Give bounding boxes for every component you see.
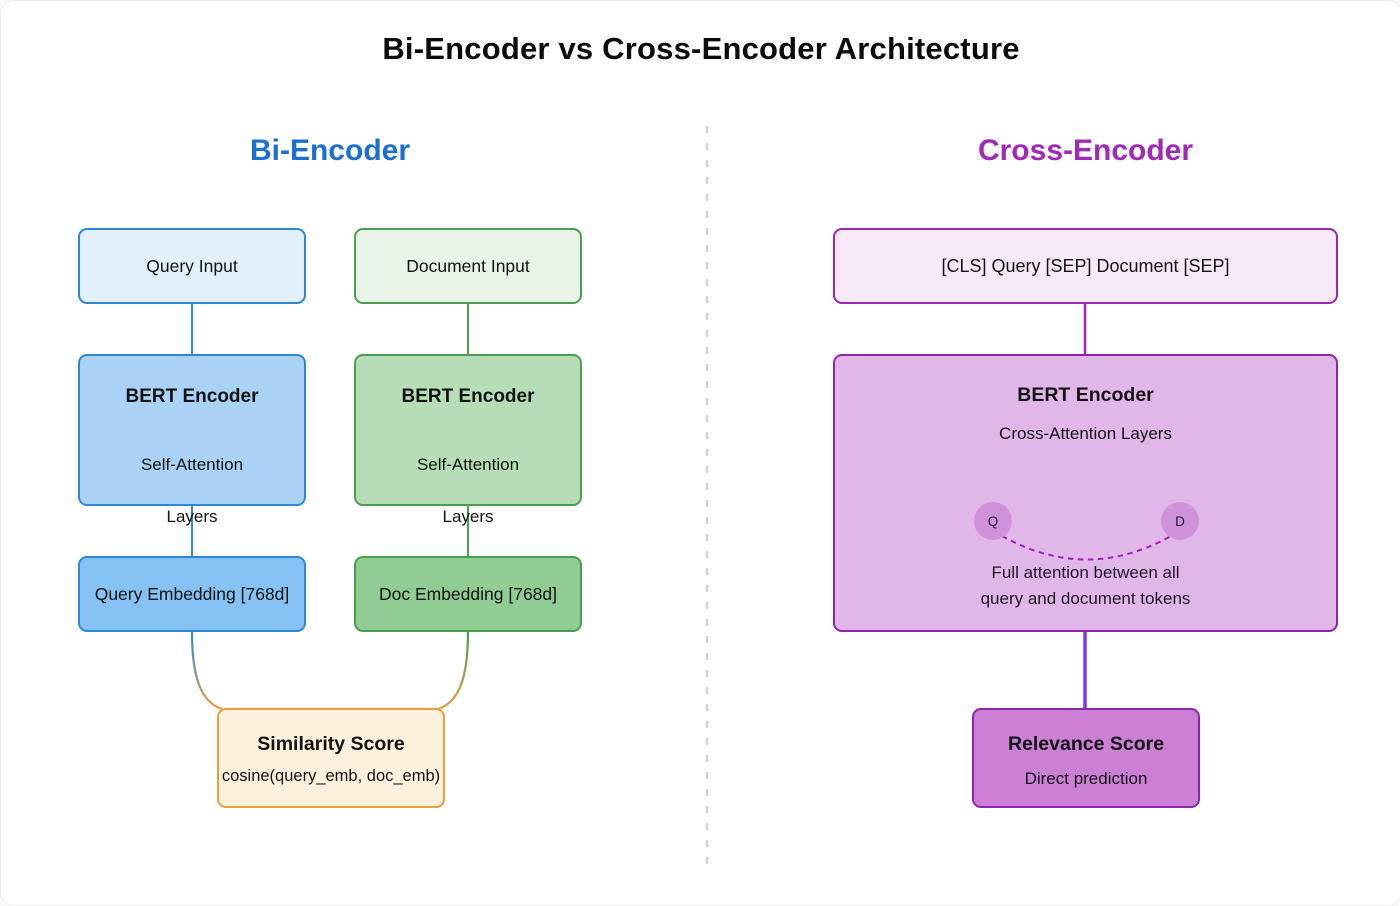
query-token-node: Q (974, 502, 1012, 540)
query-embedding-box: Query Embedding [768d] (78, 556, 306, 632)
cross-encoder-heading: Cross-Encoder (977, 134, 1194, 167)
query-token-label: Q (987, 513, 999, 529)
cls-sep-input-box: [CLS] Query [SEP] Document [SEP] (833, 228, 1338, 304)
similarity-score-title: Similarity Score (257, 733, 405, 755)
relevance-score-subtitle: Direct prediction (1024, 769, 1148, 788)
bi-encoder-heading: Bi-Encoder (249, 134, 411, 167)
relevance-score-box: Relevance Score Direct prediction (972, 708, 1200, 808)
bert-encoder-query-subtitle-line2: Layers (166, 507, 218, 526)
attention-dashed-curve (1001, 535, 1172, 561)
document-input-label: Document Input (406, 255, 530, 276)
doc-embedding-label: Doc Embedding [768d] (378, 583, 558, 604)
wire-query-emb-to-similarity (190, 631, 223, 711)
attention-curve-layer (1001, 535, 1172, 561)
similarity-score-formula: cosine(query_emb, doc_emb) (221, 767, 441, 785)
page-title: Bi-Encoder vs Cross-Encoder Architecture (382, 31, 1020, 66)
document-input-box: Document Input (354, 228, 582, 304)
attention-note-line2: query and document tokens (980, 588, 1191, 608)
query-input-box: Query Input (78, 228, 306, 304)
bert-encoder-doc-subtitle-line1: Self-Attention (416, 455, 520, 474)
bert-encoder-query-title: BERT Encoder (125, 386, 259, 407)
document-token-node: D (1161, 502, 1199, 540)
bert-encoder-cross-box: BERT Encoder Cross-Attention Layers Q D … (833, 354, 1338, 632)
bert-encoder-query-box: BERT Encoder Self-Attention Layers (78, 354, 306, 526)
cls-sep-input-label: [CLS] Query [SEP] Document [SEP] (941, 255, 1230, 276)
bert-encoder-cross-title: BERT Encoder (1017, 384, 1154, 406)
bert-encoder-query-subtitle-line1: Self-Attention (140, 455, 244, 474)
relevance-score-title: Relevance Score (1007, 733, 1165, 755)
bert-encoder-cross-subtitle: Cross-Attention Layers (999, 424, 1172, 443)
bert-encoder-doc-box: BERT Encoder Self-Attention Layers (354, 354, 582, 526)
bert-encoder-doc-title: BERT Encoder (401, 386, 535, 407)
attention-note-line1: Full attention between all (991, 563, 1180, 582)
wire-doc-emb-to-similarity (437, 631, 470, 711)
query-input-label: Query Input (146, 255, 238, 276)
similarity-score-box: Similarity Score cosine(query_emb, doc_e… (217, 708, 445, 808)
doc-embedding-box: Doc Embedding [768d] (354, 556, 582, 632)
query-embedding-label: Query Embedding [768d] (94, 583, 290, 604)
bert-encoder-doc-subtitle-line2: Layers (442, 507, 494, 526)
document-token-label: D (1175, 513, 1185, 529)
